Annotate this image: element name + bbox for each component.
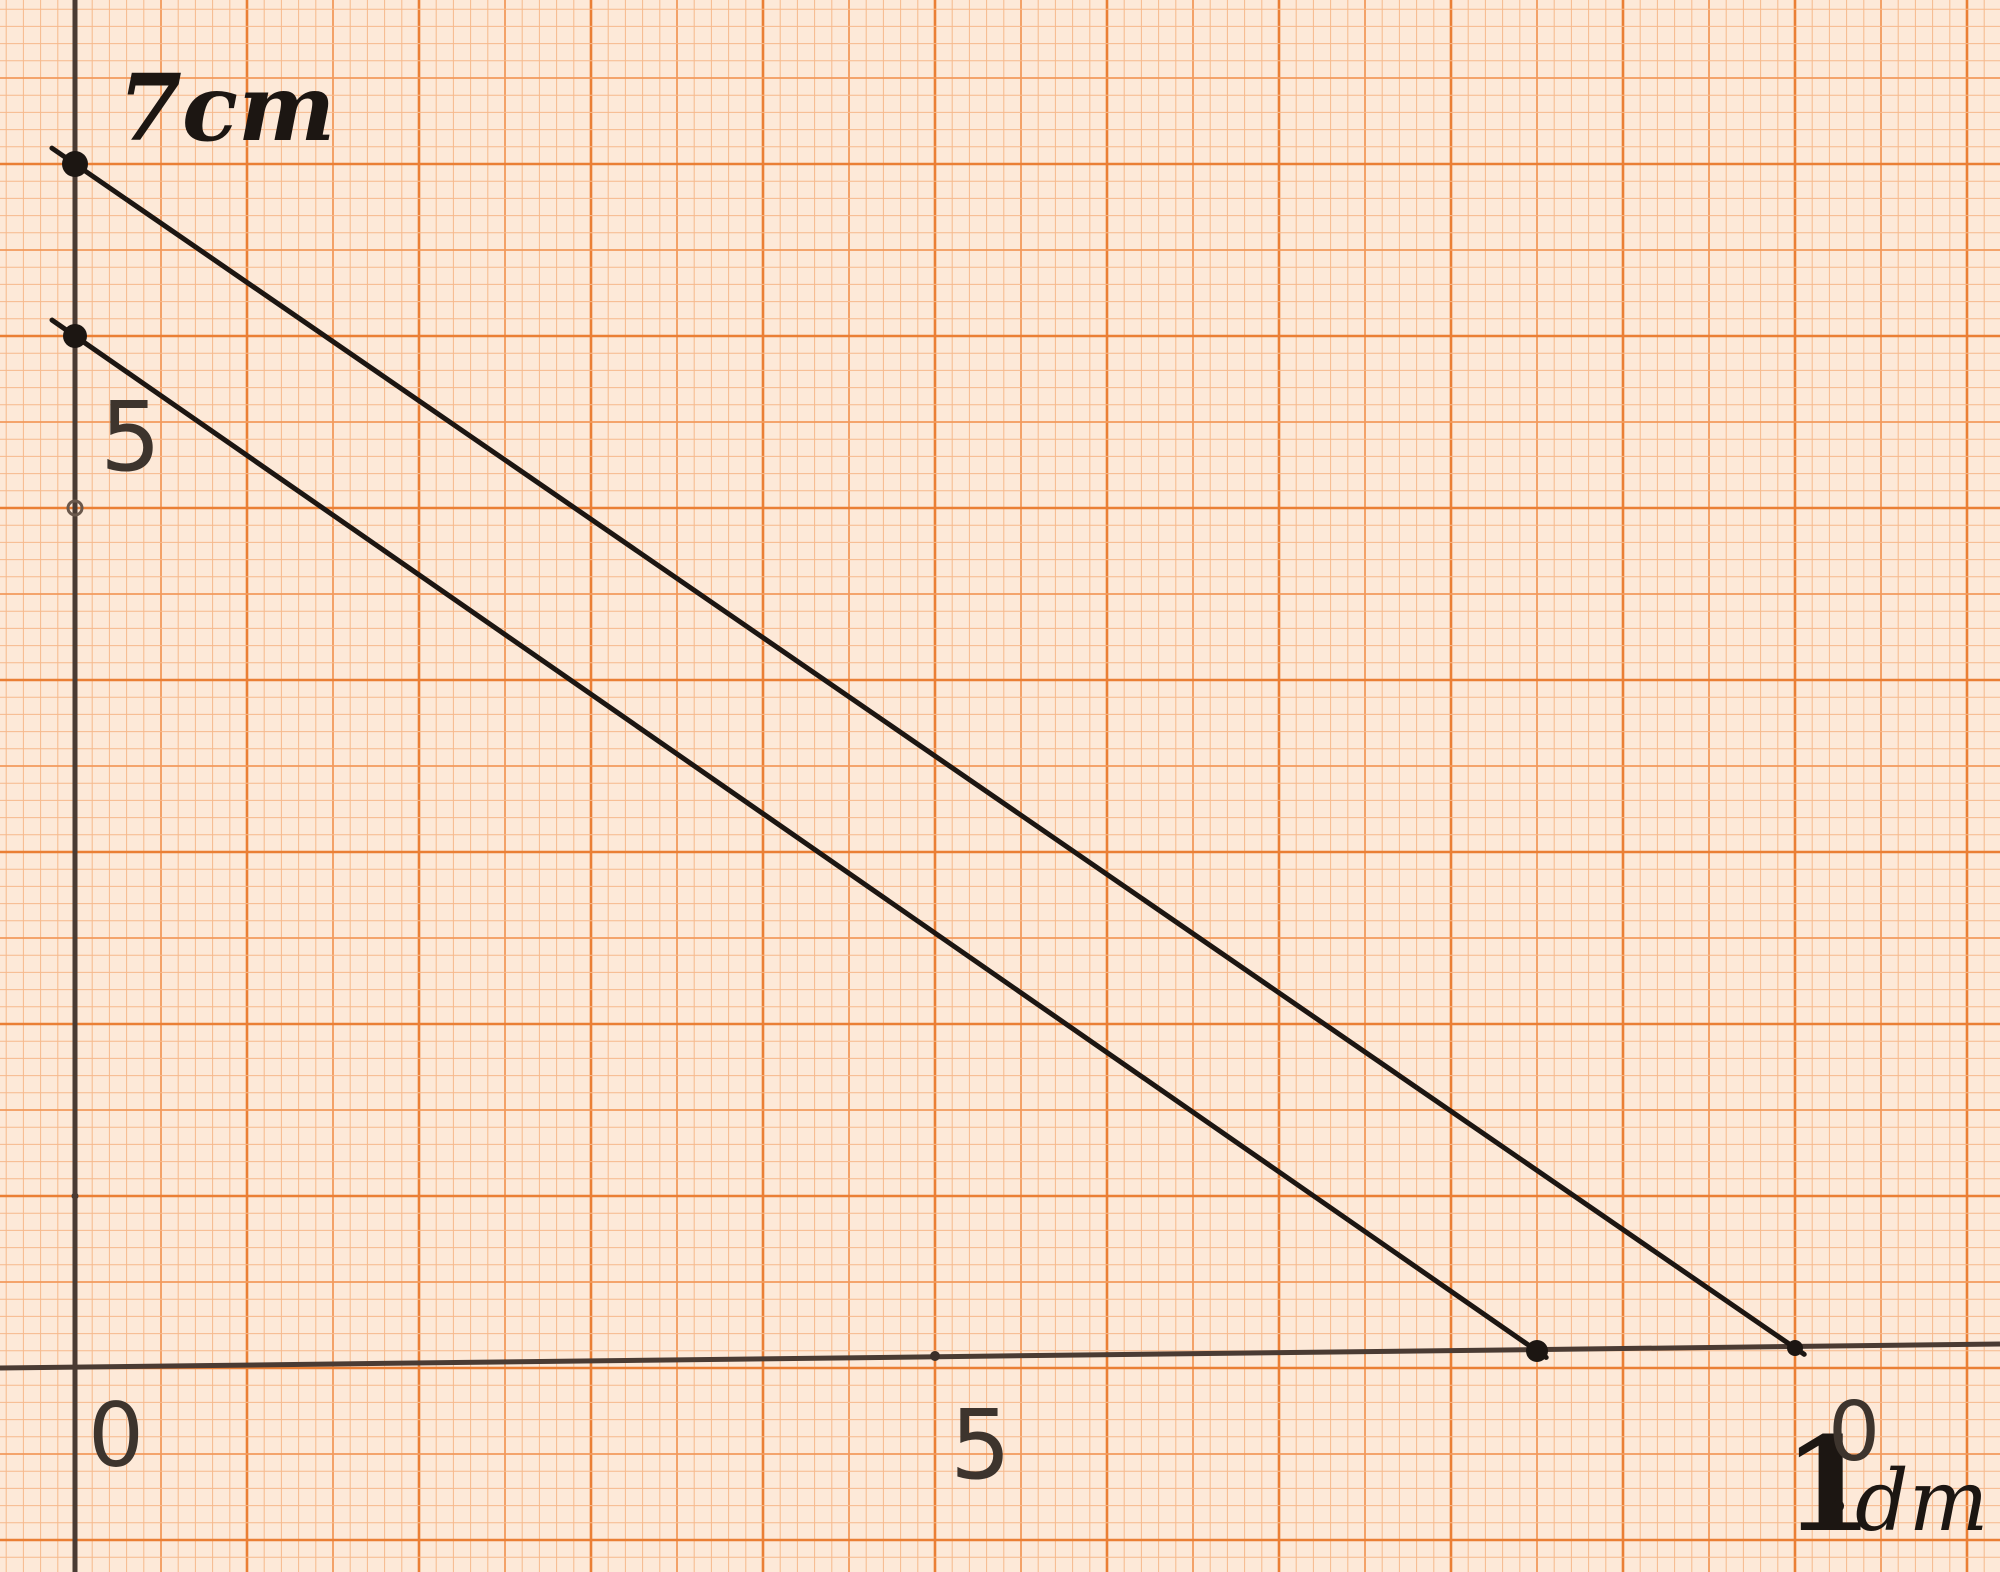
label-y-5: 5: [100, 381, 161, 493]
label-dot: [1832, 1500, 1844, 1512]
point-x-8-5: [1526, 1340, 1548, 1362]
line-7cm-to-10dm: [49, 145, 1807, 1357]
y-tick-mark-5: [66, 499, 84, 517]
line-6cm-to-8-5dm: [49, 317, 1549, 1360]
x-axis: [0, 1341, 2000, 1371]
label-x-10-digit-1: 1: [1783, 1408, 1873, 1561]
point-y-7: [62, 151, 88, 177]
label-x-0: 0: [88, 1384, 144, 1487]
point-x-10: [1787, 1340, 1803, 1356]
label-y-7cm: 7cm: [118, 54, 335, 162]
x-tick-mark-5: [930, 1351, 940, 1361]
label-x-unit-dm: dm: [1855, 1452, 1988, 1550]
label-x-5: 5: [950, 1389, 1011, 1501]
point-y-6: [63, 324, 87, 348]
label-x-10-digit-0: 0: [1828, 1385, 1880, 1480]
y-tick-mark-1: [71, 1192, 79, 1200]
